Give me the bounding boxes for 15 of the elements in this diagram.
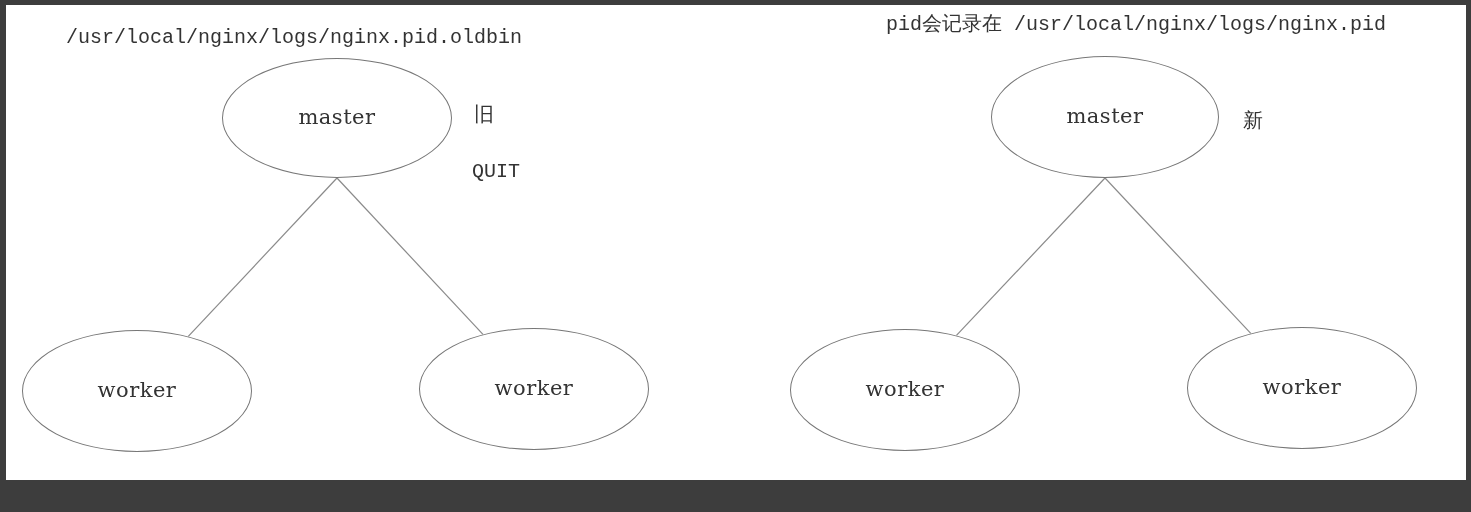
node-label: master xyxy=(298,104,376,132)
node-label: master xyxy=(1066,103,1144,131)
node-label: worker xyxy=(865,376,945,404)
annotation-text: 旧 xyxy=(474,101,494,128)
annotation-text: QUIT xyxy=(472,159,520,185)
annotation-text: 新 xyxy=(1243,107,1263,134)
connector-line xyxy=(187,177,338,337)
annotation-text: /usr/local/nginx/logs/nginx.pid.oldbin xyxy=(66,25,523,51)
connector-line xyxy=(955,177,1106,337)
annotation-text: pid会记录在 /usr/local/nginx/logs/nginx.pid xyxy=(886,12,1387,38)
node-label: worker xyxy=(1262,374,1342,402)
connector-line xyxy=(1104,177,1252,334)
node-label: worker xyxy=(97,377,177,405)
node-label: worker xyxy=(494,375,574,403)
connector-line xyxy=(336,177,484,335)
